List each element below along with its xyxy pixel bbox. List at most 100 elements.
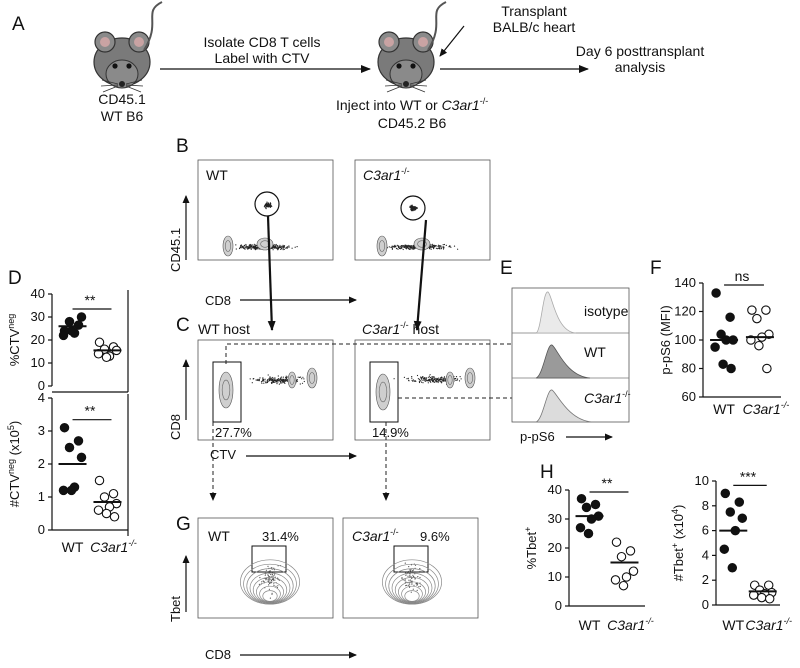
panel-label-c: C [176, 315, 190, 336]
g-wt-contours [240, 559, 300, 605]
y-tick-label: 10 [31, 355, 45, 370]
ko-data-point [616, 551, 627, 562]
wt-data-point [719, 544, 730, 554]
panel-label-g: G [176, 514, 191, 535]
panel-label-e: E [500, 258, 513, 279]
y-tick-label: 4 [702, 547, 709, 562]
ko-data-point [762, 363, 772, 374]
c-wt-pct: 27.7% [215, 425, 252, 440]
b-ko-events [376, 204, 459, 257]
wt-data-point [718, 359, 728, 369]
host-line: CD45.2 B6 [378, 115, 447, 131]
y-tick-label: 2 [38, 456, 45, 471]
significance-label: ** [85, 292, 96, 308]
y-tick-label: 1 [38, 489, 45, 504]
c-wt-gate [212, 361, 242, 423]
transplant-line2: BALB/c heart [493, 19, 576, 35]
flow-plot-g-ko: C3ar1-/- 9.6% [342, 517, 479, 619]
panel-label-a: A [12, 14, 25, 35]
ko-data-point [101, 508, 112, 519]
ko-data-point [101, 352, 112, 363]
inject-line: Inject into WT or C3ar1-/- [336, 96, 488, 113]
ko-data-point [754, 340, 764, 351]
x-category-label: C3ar1-/- [90, 538, 137, 555]
wt-data-point [737, 513, 748, 523]
b-ko-label: C3ar1-/- [363, 166, 410, 183]
step1-line2: Label with CTV [215, 50, 311, 66]
y-tick-label: 6 [702, 523, 709, 538]
x-category-label: WT [722, 617, 744, 633]
x-category-label: WT [62, 539, 84, 555]
y-axis-title: p-pS6 (MFI) [658, 305, 673, 374]
g-ko-label: C3ar1-/- [352, 527, 399, 544]
y-tick-label: 20 [31, 332, 45, 347]
day-line1: Day 6 posttransplant [576, 43, 705, 59]
y-tick-label: 0 [38, 378, 45, 393]
significance-label: ** [85, 403, 96, 419]
y-axis-title: #Tbet+ (x104) [670, 505, 686, 582]
wt-data-point [581, 502, 592, 513]
y-tick-label: 60 [682, 389, 696, 404]
y-tick-label: 100 [674, 332, 696, 347]
b-wt-events [222, 201, 298, 257]
y-tick-label: 40 [548, 482, 562, 497]
y-tick-label: 0 [555, 598, 562, 613]
wt-data-point [73, 436, 84, 446]
wt-data-point [66, 485, 77, 496]
b-ko-to-c-arrow [413, 219, 428, 331]
b-y-axis-label: CD45.1 [168, 228, 183, 272]
x-category-label: C3ar1-/- [607, 616, 654, 633]
wt-data-point [726, 363, 736, 374]
flow-plot-b-ko: C3ar1-/- [354, 159, 491, 261]
y-tick-label: 3 [38, 423, 45, 438]
flow-plot-b-wt: WT [197, 159, 334, 261]
wt-data-point [76, 452, 87, 463]
g-x-axis-label: CD8 [205, 647, 231, 662]
donor-mouse-icon [93, 1, 163, 93]
wt-data-point [64, 442, 75, 453]
wt-data-point [711, 288, 721, 298]
ko-data-point [94, 475, 105, 486]
b-x-axis-label: CD8 [205, 293, 231, 308]
c-ko-pct: 14.9% [372, 425, 409, 440]
wt-data-point [73, 320, 84, 330]
wt-data-point [575, 522, 586, 533]
wt-data-point [727, 563, 738, 573]
wt-data-point [725, 312, 735, 322]
b-ko-gate [400, 195, 426, 221]
ko-data-point [93, 505, 104, 515]
ko-data-point [618, 580, 629, 591]
significance-label: *** [740, 468, 757, 484]
c-wt-events [218, 367, 318, 409]
panel-label-h: H [540, 462, 554, 483]
g-ko-contours [382, 559, 442, 605]
x-category-label: C3ar1-/- [745, 616, 792, 633]
panel-label-d: D [8, 268, 22, 289]
step1-line1: Isolate CD8 T cells [204, 34, 321, 50]
c-ko-events [375, 367, 476, 411]
ko-data-point [761, 305, 771, 315]
flow-plot-g-wt: WT 31.4% [197, 517, 334, 619]
g-y-axis-label: Tbet [168, 596, 183, 622]
ko-data-point [610, 575, 621, 585]
x-category-label: WT [579, 617, 601, 633]
ko-data-point [756, 592, 767, 603]
wt-data-point [76, 312, 87, 322]
ko-data-point [621, 572, 632, 582]
c-x-axis-label: CTV [210, 447, 236, 462]
donor-line2: WT B6 [101, 108, 144, 124]
wt-data-point [66, 326, 77, 336]
y-tick-label: 140 [674, 275, 696, 290]
y-tick-label: 30 [548, 511, 562, 526]
histogram-isotype [535, 291, 577, 334]
significance-label: ** [602, 475, 613, 491]
y-tick-label: 20 [548, 540, 562, 555]
wt-data-point [590, 499, 601, 510]
panel-label-f: F [650, 258, 662, 279]
e-x-axis-label: p-pS6 [520, 429, 555, 444]
